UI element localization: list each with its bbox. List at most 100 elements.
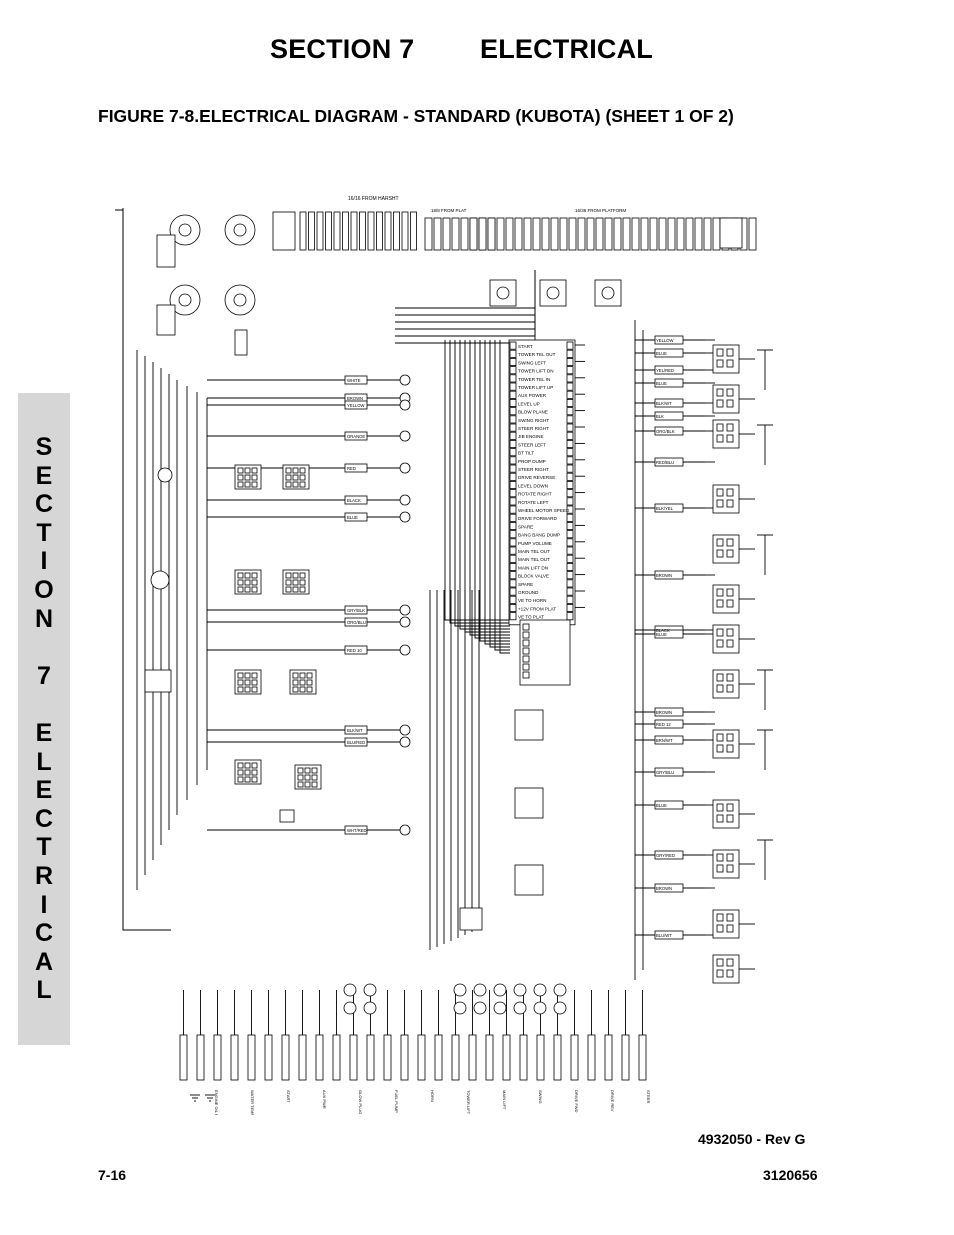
terminal-strip-label: SPARE (518, 524, 533, 529)
connector-block (459, 907, 483, 931)
terminal-strip-label: STEER RIGHT (518, 467, 549, 472)
bottom-connector (553, 1001, 567, 1015)
strip-terminal (509, 415, 517, 424)
page-number: 7-16 (98, 1167, 127, 1183)
strip-terminal (509, 349, 517, 358)
terminal-strip-label: TOWER TEL IN (518, 377, 550, 382)
terminal-strip-label: SWING LEFT (518, 360, 546, 365)
bottom-terminal (587, 1034, 596, 1081)
strip-terminal (566, 603, 574, 612)
side-tab-letter: T (36, 833, 52, 862)
right-wire-label: BLK (656, 414, 664, 419)
bottom-label: SWING (538, 1090, 543, 1104)
relay-pin (237, 579, 244, 586)
relay-pin (726, 673, 734, 682)
bottom-connector (363, 1001, 377, 1015)
relay-pin (297, 774, 304, 781)
relay-pin (285, 579, 292, 586)
wire-tag (654, 570, 684, 580)
terminal-strip-label: +12V FROM PLAT (518, 606, 556, 611)
wire-run (489, 340, 510, 648)
relay-pin (237, 481, 244, 488)
top-terminal (469, 217, 478, 251)
relay-pin (244, 686, 251, 693)
bottom-connector (493, 1001, 507, 1015)
relay-pin (716, 588, 724, 597)
wire-tag (344, 431, 368, 441)
top-terminal (401, 211, 409, 251)
relay-pin (726, 348, 734, 357)
wire-tag (344, 512, 368, 522)
terminal-strip-label: DRIVE REVERSE (518, 475, 555, 480)
bottom-label: TOWER LIFT (466, 1090, 471, 1115)
strip-terminal (566, 530, 574, 539)
bottom-label: FUEL PUMP (394, 1090, 399, 1113)
strip-terminal (566, 448, 574, 457)
module-pin (522, 639, 530, 647)
strip-terminal (509, 390, 517, 399)
relay-pin (311, 781, 318, 788)
right-wire-label: GRY/BLU (656, 770, 674, 775)
bottom-terminal (502, 1034, 511, 1081)
strip-terminal (509, 587, 517, 596)
wire-run (484, 340, 510, 645)
strip-terminal (566, 366, 574, 375)
bottom-terminal (332, 1034, 341, 1081)
left-wire-label: BLU/RED (347, 740, 365, 745)
strip-terminal (566, 439, 574, 448)
bottom-label: GLOW PLUG (358, 1090, 363, 1114)
relay-pin (237, 467, 244, 474)
relay-pin (716, 499, 724, 508)
terminal-strip-label: STEER LEFT (518, 442, 546, 447)
side-tab-letter: E (35, 776, 53, 805)
relay-pin (306, 686, 313, 693)
relay-pin (292, 686, 299, 693)
relay-pin (716, 488, 724, 497)
top-terminal (676, 217, 685, 251)
bottom-terminal (179, 1034, 188, 1081)
relay-pin (285, 586, 292, 593)
top-terminal (577, 217, 586, 251)
wire-run (469, 340, 510, 636)
top-terminal (595, 217, 604, 251)
right-wire-label: BLUE (656, 803, 667, 808)
terminal-strip-label: BLOCK VALVE (518, 574, 549, 579)
bottom-connector (513, 983, 527, 997)
left-wire-label: RED (347, 466, 356, 471)
top-terminal (613, 217, 622, 251)
relay-pin (244, 586, 251, 593)
wire-tag (654, 800, 684, 810)
connector-pin (399, 462, 411, 474)
relay-pin (237, 762, 244, 769)
top-terminal (487, 217, 496, 251)
right-wire-label: BLACK (656, 628, 670, 633)
relay-pin (299, 672, 306, 679)
terminal-strip-label: BLOW PLANE (518, 410, 548, 415)
strip-terminal (509, 480, 517, 489)
relay-pin (726, 499, 734, 508)
wire-tag (344, 605, 368, 615)
terminal-strip-label: TOWER LIFT UP (518, 385, 553, 390)
bottom-label: START (286, 1090, 291, 1103)
relay-pin (237, 672, 244, 679)
relay-pin (299, 474, 306, 481)
side-tab-letter: E (35, 718, 53, 747)
left-wire-label: BROWN (347, 396, 363, 401)
relay-pin (726, 803, 734, 812)
connector-pin (399, 494, 411, 506)
strip-terminal (509, 357, 517, 366)
bottom-connector (343, 983, 357, 997)
bottom-terminal (485, 1034, 494, 1081)
bottom-terminal (349, 1034, 358, 1081)
bottom-terminal (230, 1034, 239, 1081)
connector-pin (496, 286, 510, 300)
wire-run (499, 340, 510, 654)
wire-tag (654, 503, 684, 513)
relay-pin (237, 769, 244, 776)
terminal-strip-label: MAIN LIFT DN (518, 565, 548, 570)
relay-pin (726, 913, 734, 922)
side-tab-letter: C (34, 490, 54, 519)
side-tab-letter: C (34, 919, 54, 948)
module-pin (522, 655, 530, 663)
